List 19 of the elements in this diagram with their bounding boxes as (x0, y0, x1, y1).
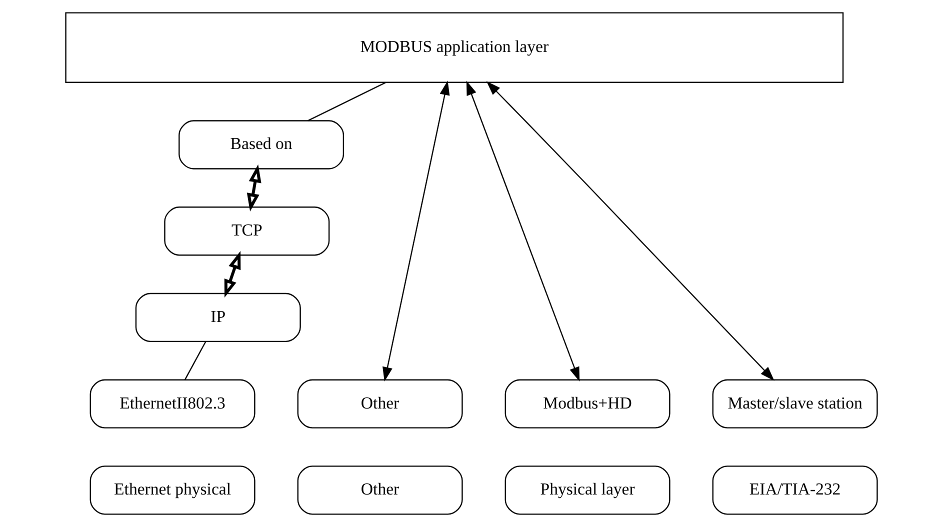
node-box: Ethernet physical (90, 466, 256, 515)
node-box: EthernetII802.3 (90, 379, 256, 428)
node-box: Other (297, 466, 463, 515)
connector (308, 82, 386, 122)
node-box: Physical layer (504, 466, 670, 515)
node-box: Master/slave station (712, 379, 878, 428)
node-box: TCP (164, 206, 330, 256)
arrow (246, 164, 262, 212)
arrow (486, 81, 774, 381)
connector (184, 341, 206, 380)
arrow (382, 80, 450, 382)
node-box: Other (297, 379, 463, 428)
node-box: IP (135, 292, 301, 342)
arrow (466, 80, 580, 382)
node-box: Based on (178, 120, 344, 170)
node-box: Modbus+HD (504, 379, 670, 428)
node-box: MODBUS application layer (65, 12, 844, 83)
arrow (224, 250, 241, 298)
node-box: EIA/TIA-232 (712, 466, 878, 515)
